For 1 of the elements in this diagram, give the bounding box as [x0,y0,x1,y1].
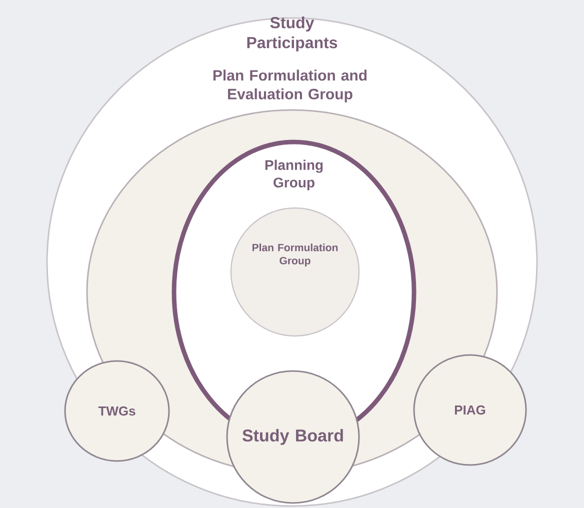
node-label: Plan Formulation and Evaluation Group [213,70,367,102]
